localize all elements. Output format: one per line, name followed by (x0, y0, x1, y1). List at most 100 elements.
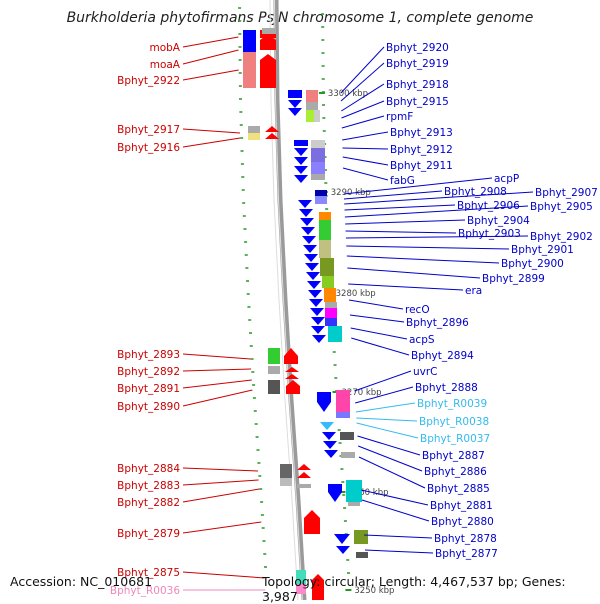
scale-label-bg (325, 87, 370, 98)
gene-label-bphyt_2911: Bphyt_2911 (390, 160, 453, 172)
gene-label-bphyt_2903: Bphyt_2903 (458, 228, 521, 240)
gene-label-bphyt_2907: Bphyt_2907 (535, 187, 598, 199)
gene-label-bphyt_2896: Bphyt_2896 (406, 317, 469, 329)
reverse-gene-group-5 (328, 480, 362, 506)
leader-line (182, 128, 241, 134)
leader-line (344, 191, 534, 205)
leader-line (182, 467, 258, 472)
gene-label-bphyt_2902: Bphyt_2902 (530, 231, 593, 243)
leader-line (345, 235, 529, 239)
gene-label-reco: recO (405, 304, 430, 316)
gene-label-bphyt_2904: Bphyt_2904 (467, 215, 530, 227)
leader-line (344, 205, 529, 218)
leader-line (347, 267, 481, 279)
leader-line (182, 353, 251, 360)
leader-line (355, 386, 414, 404)
gene-label-bphyt_2908: Bphyt_2908 (444, 186, 507, 198)
gene-label-uvrc: uvrC (413, 366, 438, 378)
leader-line (357, 435, 421, 456)
reverse-gene-column-1 (298, 200, 326, 343)
gene-label-moaa: moaA (150, 59, 181, 71)
leader-line (342, 156, 389, 166)
scale-label-bg (333, 287, 378, 298)
gene-label-bphyt_2887: Bphyt_2887 (422, 450, 485, 462)
leader-line (341, 83, 385, 112)
leader-line (358, 456, 426, 489)
leader-line (346, 255, 500, 264)
leader-line (342, 167, 389, 181)
gene-label-bphyt_2900: Bphyt_2900 (501, 258, 564, 270)
gene-label-bphyt_2917: Bphyt_2917 (117, 124, 180, 136)
gene-label-bphyt_2893: Bphyt_2893 (117, 349, 180, 361)
leader-line (348, 299, 404, 310)
accession-label: Accession: NC_010681 (10, 574, 153, 589)
leader-line (341, 115, 385, 129)
leader-line (345, 219, 466, 225)
gene-label-moba: mobA (149, 42, 180, 54)
reverse-gene-group-2 (294, 140, 325, 183)
chromosome-backbone (269, 0, 307, 600)
scale-label: 3300 kbp (328, 89, 368, 99)
leader-line (182, 49, 239, 65)
gene-label-bphyt_2884: Bphyt_2884 (117, 463, 180, 475)
gene-label-bphyt_2905: Bphyt_2905 (530, 201, 593, 213)
gene-label-bphyt_2882: Bphyt_2882 (117, 497, 180, 509)
gene-label-bphyt_2886: Bphyt_2886 (424, 466, 487, 478)
gene-label-bphyt_2922: Bphyt_2922 (117, 75, 180, 87)
gene-label-bphyt_2880: Bphyt_2880 (431, 516, 494, 528)
leader-line (350, 327, 408, 340)
gene-label-bphyt_2888: Bphyt_2888 (415, 382, 478, 394)
gene-label-bphyt_2881: Bphyt_2881 (430, 500, 493, 512)
gene-label-bphyt_2899: Bphyt_2899 (482, 273, 545, 285)
leader-line (340, 46, 385, 94)
leader-line (356, 422, 419, 439)
gene-label-bphyt_2894: Bphyt_2894 (411, 350, 474, 362)
scale-label-bg (339, 386, 384, 397)
leader-line (341, 100, 385, 119)
leader-line (348, 283, 464, 291)
leader-line (182, 379, 252, 389)
forward-gene-group-6 (296, 570, 324, 600)
gene-label-bphyt_2890: Bphyt_2890 (117, 401, 180, 413)
leader-line (182, 479, 259, 486)
leader-line (356, 417, 418, 422)
gene-label-bphyt_2920: Bphyt_2920 (386, 42, 449, 54)
leader-line (351, 337, 410, 356)
leader-line (354, 370, 412, 392)
leader-line (343, 177, 493, 195)
label-leaders (182, 36, 534, 591)
leader-line (345, 230, 457, 234)
gene-track (243, 28, 368, 600)
scale-label: 3270 kbp (342, 388, 382, 398)
leader-line (342, 147, 389, 150)
leader-line (340, 62, 385, 102)
leader-line (182, 36, 239, 48)
leader-line (358, 445, 423, 472)
gene-label-bphyt_r0038: Bphyt_R0038 (419, 416, 489, 428)
leader-line (182, 368, 252, 372)
reverse-gene-group-1 (288, 90, 320, 122)
gene-label-acpp: acpP (494, 173, 519, 185)
gene-label-bphyt_2883: Bphyt_2883 (117, 480, 180, 492)
leader-line (182, 571, 265, 579)
leader-line (361, 499, 430, 522)
leader-line (344, 204, 456, 211)
gene-label-bphyt_r0036: Bphyt_R0036 (110, 585, 180, 597)
map-title: Burkholderia phytofirmans PsJN chromosom… (66, 10, 534, 26)
scale-label: 3260 kbp (348, 488, 388, 498)
leader-line (361, 489, 429, 506)
leader-line (182, 69, 239, 81)
leader-line (364, 534, 433, 539)
gene-label-bphyt_2885: Bphyt_2885 (427, 483, 490, 495)
leader-line (342, 131, 389, 141)
leader-line (355, 402, 416, 413)
gene-label-era: era (465, 285, 482, 297)
gene-label-bphyt_2918: Bphyt_2918 (386, 79, 449, 91)
gene-label-bphyt_2891: Bphyt_2891 (117, 383, 180, 395)
gene-label-bphyt_2913: Bphyt_2913 (390, 127, 453, 139)
leader-line (349, 314, 405, 323)
gene-labels: mobAmoaABphyt_2922Bphyt_2917Bphyt_2916Bp… (110, 42, 598, 597)
gene-label-bphyt_2877: Bphyt_2877 (435, 548, 498, 560)
gene-label-bphyt_2879: Bphyt_2879 (117, 528, 180, 540)
